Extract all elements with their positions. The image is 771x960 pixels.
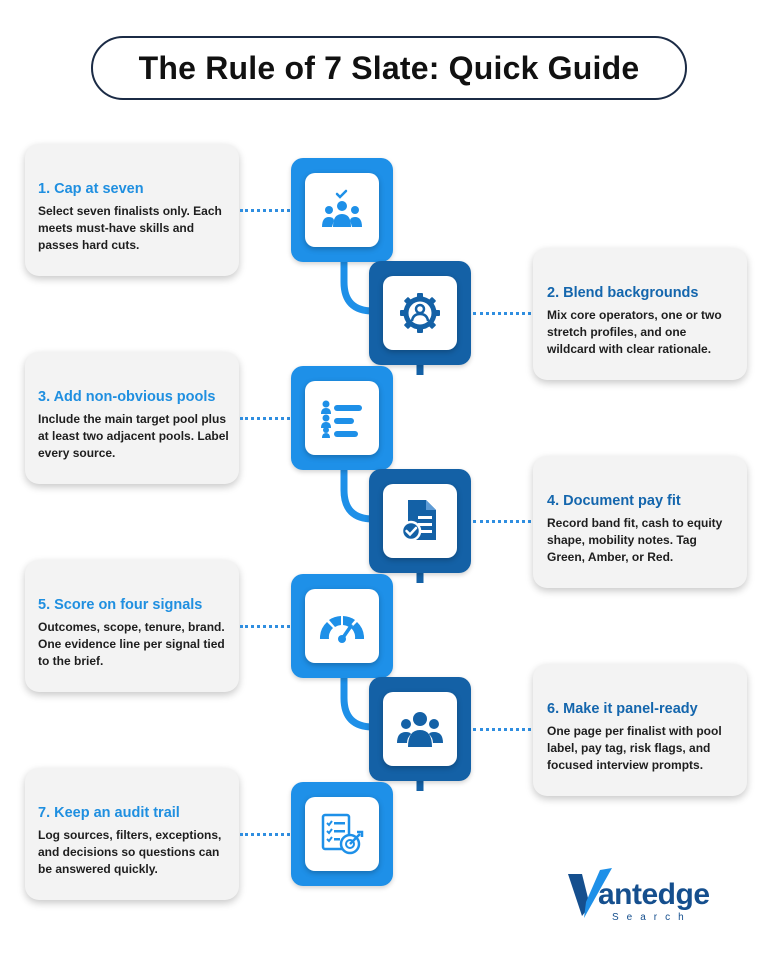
step-heading: 5. Score on four signals <box>38 597 203 613</box>
step-tile-6 <box>369 677 471 781</box>
step-heading: 4. Document pay fit <box>547 493 681 509</box>
step-tile-1 <box>291 158 393 262</box>
step-tile-7 <box>291 782 393 886</box>
step-card-3: 3. Add non-obvious pools Include the mai… <box>25 352 239 484</box>
team-check-icon <box>305 173 379 247</box>
document-check-icon <box>383 484 457 558</box>
dotted-connector <box>240 625 290 628</box>
step-card-2: 2. Blend backgrounds Mix core operators,… <box>533 248 747 380</box>
step-text: Record band fit, cash to equity shape, m… <box>547 516 723 564</box>
gauge-icon <box>305 589 379 663</box>
dotted-connector <box>473 312 531 315</box>
checklist-target-icon <box>305 797 379 871</box>
step-text: Log sources, filters, exceptions, and de… <box>38 828 222 876</box>
step-tile-2 <box>369 261 471 365</box>
step-heading: 2. Blend backgrounds <box>547 285 699 301</box>
step-heading: 3. Add non-obvious pools <box>38 389 216 405</box>
group-icon <box>383 692 457 766</box>
dotted-connector <box>240 833 290 836</box>
dotted-connector <box>240 417 290 420</box>
dotted-connector <box>473 728 531 731</box>
gear-person-icon <box>383 276 457 350</box>
step-heading: 1. Cap at seven <box>38 181 144 197</box>
step-tile-4 <box>369 469 471 573</box>
step-card-5: 5. Score on four signals Outcomes, scope… <box>25 560 239 692</box>
step-text: Mix core operators, one or two stretch p… <box>547 308 722 356</box>
step-card-4: 4. Document pay fit Record band fit, cas… <box>533 456 747 588</box>
logo-subtitle: Search <box>612 912 692 923</box>
dotted-connector <box>473 520 531 523</box>
logo-wordmark: antedge <box>598 878 710 911</box>
title-banner: The Rule of 7 Slate: Quick Guide <box>91 36 687 100</box>
step-card-6: 6. Make it panel-ready One page per fina… <box>533 664 747 796</box>
list-people-icon <box>305 381 379 455</box>
step-heading: 6. Make it panel-ready <box>547 701 698 717</box>
page-title: The Rule of 7 Slate: Quick Guide <box>138 49 640 86</box>
vantedge-logo-mark <box>568 868 612 918</box>
step-text: Include the main target pool plus at lea… <box>38 412 229 460</box>
step-text: One page per finalist with pool label, p… <box>547 724 722 772</box>
step-text: Select seven finalists only. Each meets … <box>38 204 222 252</box>
dotted-connector <box>240 209 290 212</box>
step-tile-5 <box>291 574 393 678</box>
step-card-7: 7. Keep an audit trail Log sources, filt… <box>25 768 239 900</box>
step-text: Outcomes, scope, tenure, brand. One evid… <box>38 620 225 668</box>
step-heading: 7. Keep an audit trail <box>38 805 180 821</box>
step-card-1: 1. Cap at seven Select seven finalists o… <box>25 144 239 276</box>
step-tile-3 <box>291 366 393 470</box>
